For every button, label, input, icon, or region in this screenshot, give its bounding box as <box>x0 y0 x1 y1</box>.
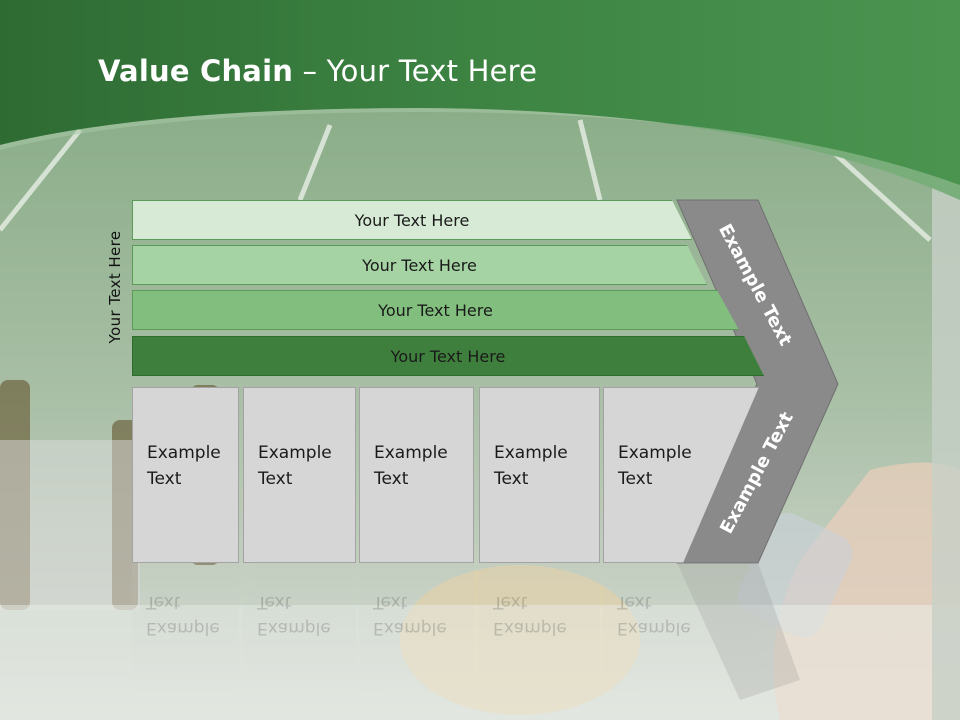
cell-line-1: Example <box>258 443 332 463</box>
bar-label: Your Text Here <box>362 255 477 275</box>
bar-3: Your Text Here <box>132 290 739 330</box>
cell-line-1: Example <box>374 443 448 463</box>
cell-line-1: Example <box>618 443 692 463</box>
bar-4: Your Text Here <box>132 336 764 376</box>
cell-line-2: Text <box>258 469 293 489</box>
title-rest: – Your Text Here <box>293 54 538 88</box>
cell-line-2: Text <box>494 469 529 489</box>
chevron-reflection <box>677 563 800 700</box>
slide-title: Value Chain – Your Text Here <box>98 54 537 88</box>
cell-line-1: Example <box>494 443 568 463</box>
bar-label: Your Text Here <box>378 300 493 320</box>
cell-line-2: Text <box>618 469 653 489</box>
cell-line-2: Text <box>374 469 409 489</box>
cell-line-1: Example <box>147 443 221 463</box>
cell-line-2: Text <box>147 469 182 489</box>
title-bold: Value Chain <box>98 54 294 88</box>
bar-2: Your Text Here <box>132 245 707 285</box>
bar-1: Your Text Here <box>132 200 692 240</box>
bar-label: Your Text Here <box>390 346 506 366</box>
bar-label: Your Text Here <box>354 210 470 230</box>
